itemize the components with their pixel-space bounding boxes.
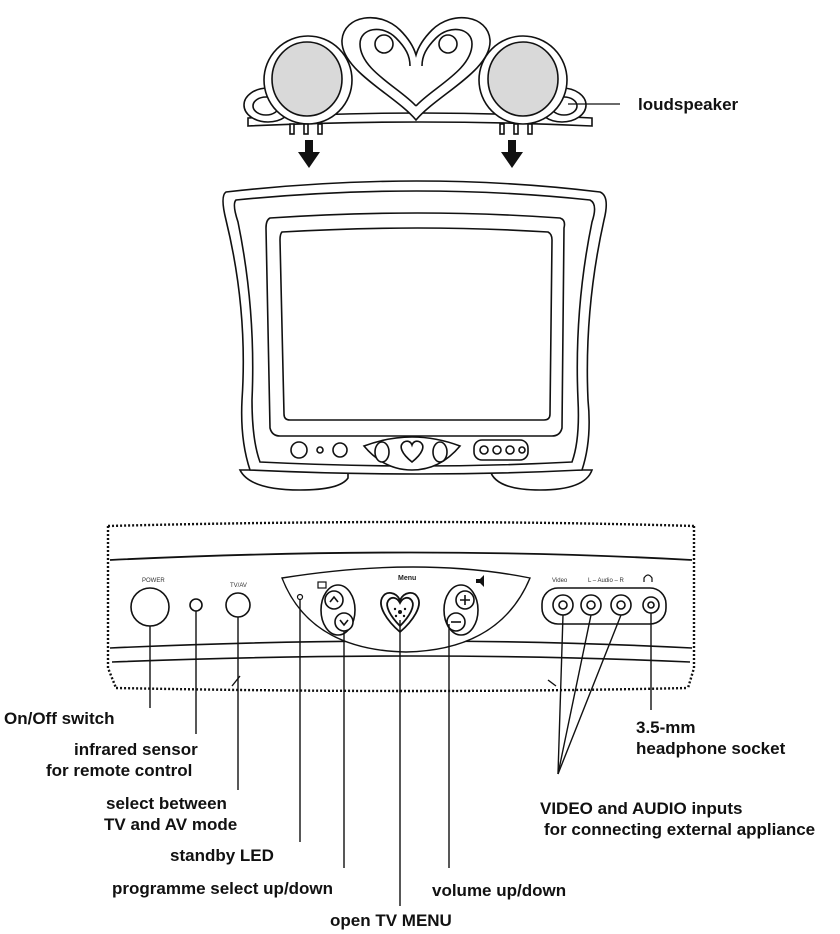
- label-infrared-line1: infrared sensor: [74, 740, 198, 759]
- label-standby-led: standby LED: [170, 846, 274, 865]
- label-on-off-switch: On/Off switch: [4, 709, 115, 728]
- power-button[interactable]: [130, 587, 170, 627]
- label-av-inputs: VIDEO and AUDIO inputs for connecting ex…: [540, 798, 815, 840]
- label-loudspeaker: loudspeaker: [638, 95, 739, 114]
- arrow-down-icon: [298, 140, 320, 168]
- tv-icon: [317, 581, 327, 589]
- video-label: Video: [552, 578, 568, 584]
- power-label: POWER: [142, 578, 165, 584]
- infrared-sensor: [189, 598, 203, 612]
- leader-lines: [149, 600, 652, 906]
- label-inputs-line2: for connecting external appliance: [544, 820, 816, 839]
- label-inputs-line1: VIDEO and AUDIO inputs: [540, 799, 743, 818]
- right-speaker-grille: [487, 41, 559, 117]
- tv-set: [222, 180, 608, 491]
- audio-left-jack[interactable]: [580, 594, 602, 616]
- left-speaker-grille: [271, 41, 343, 117]
- label-open-tv-menu: open TV MENU: [330, 911, 452, 930]
- label-infrared-sensor: infrared sensor for remote control: [46, 739, 198, 781]
- arrow-down-icon: [501, 140, 523, 168]
- tv-av-button[interactable]: [225, 592, 251, 618]
- volume-button[interactable]: [443, 584, 479, 636]
- label-tvav-line1: select between: [106, 794, 227, 813]
- speaker-icon: [476, 575, 484, 587]
- label-volume: volume up/down: [432, 881, 567, 900]
- headphone-jack[interactable]: [642, 596, 660, 614]
- programme-button[interactable]: [320, 584, 356, 636]
- av-input-panel: [541, 587, 667, 625]
- audio-label: L – Audio – R: [588, 578, 624, 584]
- tvav-label: TV/AV: [230, 583, 247, 589]
- sparkle-icon: [393, 607, 407, 618]
- label-headphone-line1: 3.5-mm: [636, 718, 696, 737]
- audio-right-jack[interactable]: [610, 594, 632, 616]
- label-programme-select: programme select up/down: [112, 879, 334, 898]
- headphone-icon: [643, 574, 653, 582]
- standby-led: [296, 593, 304, 601]
- label-infrared-line2: for remote control: [46, 761, 193, 780]
- label-headphone-socket: 3.5-mm headphone socket: [636, 717, 785, 759]
- control-panel: [106, 520, 696, 693]
- loudspeaker-unit: [243, 16, 593, 135]
- label-tv-av-mode: select between TV and AV mode: [104, 793, 237, 835]
- label-tvav-line2: TV and AV mode: [104, 815, 238, 834]
- label-headphone-line2: headphone socket: [636, 739, 786, 758]
- video-jack[interactable]: [552, 594, 574, 616]
- menu-label: Menu: [398, 575, 416, 582]
